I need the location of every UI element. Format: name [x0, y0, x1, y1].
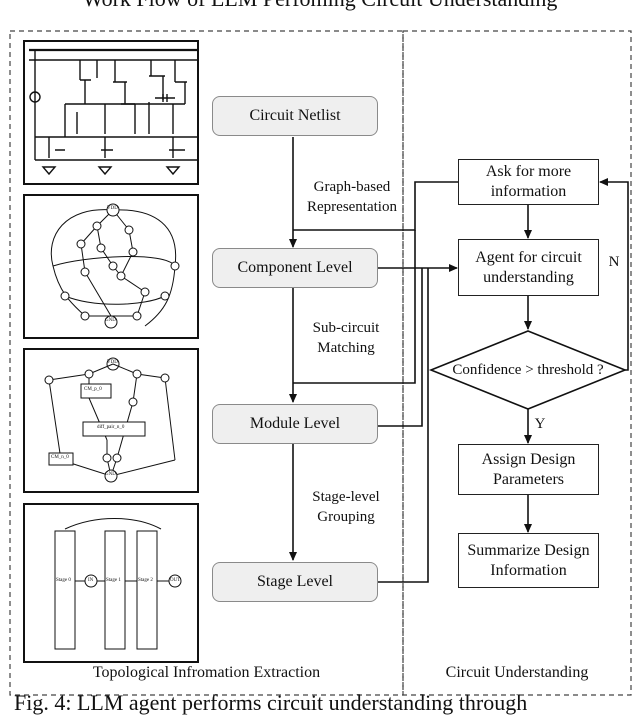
no-label: N — [608, 254, 620, 270]
graph-node-gnd: GND — [105, 318, 116, 323]
assign-box: Assign Design Parameters — [458, 444, 599, 495]
figure-caption: Fig. 4: LLM agent performs circuit under… — [14, 690, 528, 715]
edge-label-graph: Graph-based Representation — [307, 179, 397, 215]
stage-node-out: OUT — [170, 578, 181, 583]
ask-info-box: Ask for more information — [458, 159, 599, 205]
stage-level-box: Stage Level — [212, 562, 378, 602]
ask-to-left-flow — [293, 181, 458, 231]
module-box-cm-n: CM_n_0 — [51, 455, 69, 460]
decision-label: Confidence > threshold ? — [452, 362, 604, 378]
schematic-drawing — [29, 48, 197, 176]
module-drawing — [44, 357, 176, 483]
agent-box: Agent for circuit understanding — [458, 239, 599, 296]
module-to-agent — [378, 268, 423, 427]
left-panel-label: Topological Infromation Extraction — [92, 664, 321, 681]
module-thumbnail: VDD CM_p_0 diff_pair_n_0 CM_n_0 GND — [23, 348, 199, 493]
netlist-box: Circuit Netlist — [212, 96, 378, 136]
schematic-thumbnail — [23, 40, 199, 185]
yes-label: Y — [534, 416, 546, 432]
module-box-diff-pair: diff_pair_n_0 — [97, 425, 125, 430]
graph-drawing — [50, 203, 180, 329]
edge-label-subcircuit: Sub-circuit Matching — [312, 320, 380, 356]
module-node-vdd: VDD — [107, 360, 118, 365]
arrow-decision-no — [599, 178, 629, 371]
graph-thumbnail: VDD GND — [23, 194, 199, 339]
ask-to-module-flow — [293, 230, 416, 384]
module-node-gnd: GND — [105, 472, 116, 477]
right-panel — [402, 30, 632, 696]
module-level-box: Module Level — [212, 404, 378, 444]
right-panel-label: Circuit Understanding — [445, 664, 589, 681]
stage-drawing — [54, 518, 182, 650]
stage-thumbnail: Stage 0 IN Stage 1 Stage 2 OUT — [23, 503, 199, 663]
stage-label-1: Stage 1 — [106, 578, 121, 583]
component-level-box: Component Level — [212, 248, 378, 288]
stage-node-in: IN — [88, 578, 94, 583]
stage-label-2: Stage 2 — [138, 578, 153, 583]
stage-label-0: Stage 0 — [56, 578, 71, 583]
module-box-cm-p: CM_p_0 — [84, 387, 102, 392]
summarize-box: Summarize Design Information — [458, 533, 599, 588]
edge-label-stage: Stage-level Grouping — [312, 489, 380, 525]
stage-to-agent — [378, 268, 429, 583]
diagram-title: Work Flow of LLM Perfoming Circuit Under… — [0, 0, 640, 12]
graph-node-vdd: VDD — [107, 206, 118, 211]
